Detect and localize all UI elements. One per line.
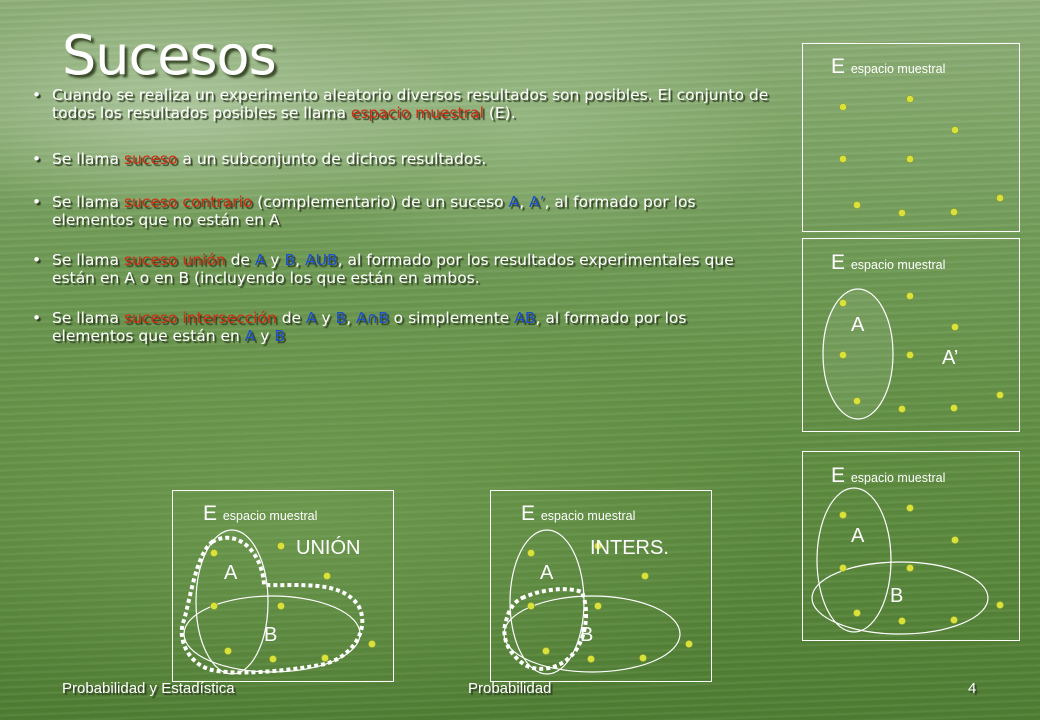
term-suceso-interseccion: suceso intersección [123, 309, 277, 327]
symbol-ab: AB [514, 309, 536, 327]
bullet-text: o simplemente [388, 309, 515, 327]
bullet-dot: • [32, 193, 42, 211]
diagram-espacio-muestral [802, 43, 1020, 232]
e-label: E espacio muestral [831, 251, 946, 274]
symbol-a: A [508, 193, 520, 211]
bullet-text: de [225, 251, 255, 269]
bullet-text: y [316, 309, 336, 327]
intersection-dashed-outline [502, 587, 589, 671]
bullet-text: , [295, 251, 306, 269]
set-a-label: A [224, 562, 238, 584]
e-label: E espacio muestral [521, 502, 636, 525]
term-suceso-union: suceso unión [123, 251, 226, 269]
term-espacio-muestral: espacio muestral [350, 104, 484, 122]
set-a-ellipse [195, 529, 269, 675]
symbol-a: A [306, 309, 317, 327]
e-label: E espacio muestral [831, 55, 946, 78]
bullet-text: de [276, 309, 306, 327]
set-a-complement-label: A’ [942, 347, 959, 369]
bullet-dot: • [32, 309, 42, 327]
intersection-label: INTERS. [590, 537, 669, 559]
dots-intersection [527, 542, 693, 663]
e-sub-label: espacio muestral [850, 258, 946, 272]
term-suceso: suceso [123, 150, 178, 168]
set-b-ellipse [811, 561, 989, 635]
e-sub-label: espacio muestral [850, 62, 946, 76]
page-number: 4 [968, 680, 977, 697]
bullet-list: • Cuando se realiza un experimento aleat… [32, 86, 772, 345]
bullet-text: , [519, 193, 530, 211]
set-a-ellipse [822, 288, 894, 420]
bullet-dot: • [32, 150, 42, 168]
bullet-text: a un subconjunto de dichos resultados. [177, 150, 487, 168]
set-b-label: B [580, 624, 594, 646]
footer-topic: Probabilidad [468, 680, 552, 697]
set-a-label: A [851, 525, 865, 547]
e-label: E espacio muestral [831, 464, 946, 487]
bullet-text: Se llama [52, 251, 124, 269]
symbol-a: A [244, 327, 256, 345]
dots-box3 [839, 504, 1004, 625]
bullet-text: Cuando se realiza un experimento aleator… [52, 86, 769, 122]
diagram-suceso-contrario [802, 238, 1020, 432]
bullet-text: , al formado por los elementos que están… [52, 309, 687, 345]
union-label: UNIÓN [296, 537, 361, 559]
e-sub-label: espacio muestral [540, 509, 636, 523]
union-dashed-outline [179, 535, 365, 675]
bullet-suceso: • Se llama suceso a un subconjunto de di… [32, 150, 772, 168]
bullet-text: , al formado por los elementos que no es… [52, 193, 696, 229]
bullet-dot: • [32, 86, 42, 104]
e-sub-label: espacio muestral [850, 471, 946, 485]
set-b-label: B [264, 624, 278, 646]
bullet-text: y [255, 327, 275, 345]
symbol-anb: A∩B [356, 309, 389, 327]
diagram-union [172, 490, 394, 682]
dots-union [210, 542, 376, 663]
bullet-suceso-union: • Se llama suceso unión de A y B, AUB, a… [32, 251, 772, 287]
slide-title: Sucesos [62, 24, 277, 87]
symbol-b: B [335, 309, 347, 327]
e-sub-label: espacio muestral [222, 509, 318, 523]
set-a-label: A [851, 314, 865, 336]
dots-box2 [839, 292, 1004, 413]
bullet-espacio-muestral: • Cuando se realiza un experimento aleat… [32, 86, 772, 122]
bullet-text: Se llama [52, 193, 124, 211]
bullet-text: (E). [483, 104, 516, 122]
footer-course: Probabilidad y Estadística [62, 680, 235, 697]
bullet-suceso-contrario: • Se llama suceso contrario (complementa… [32, 193, 772, 229]
bullet-text: Se llama [52, 150, 124, 168]
set-a-ellipse [816, 487, 892, 633]
symbol-a: A [254, 251, 266, 269]
bullet-text: y [265, 251, 285, 269]
bullet-dot: • [32, 251, 42, 269]
bullet-text: , [346, 309, 357, 327]
dots-box1 [839, 95, 1004, 217]
symbol-a-prime: A’ [529, 193, 545, 211]
e-label: E espacio muestral [203, 502, 318, 525]
bullet-suceso-interseccion: • Se llama suceso intersección de A y B,… [32, 309, 772, 345]
diagram-suceso-ab [802, 451, 1020, 641]
term-suceso-contrario: suceso contrario [123, 193, 253, 211]
symbol-aub: AUB [305, 251, 338, 269]
diagram-interseccion [490, 490, 712, 682]
bullet-text: Se llama [52, 309, 124, 327]
symbol-b: B [284, 251, 296, 269]
set-b-label: B [890, 585, 904, 607]
bullet-text: , al formado por los resultados experime… [52, 251, 734, 287]
bullet-text: (complementario) de un suceso [252, 193, 509, 211]
set-a-label: A [540, 562, 554, 584]
symbol-b: B [274, 327, 286, 345]
